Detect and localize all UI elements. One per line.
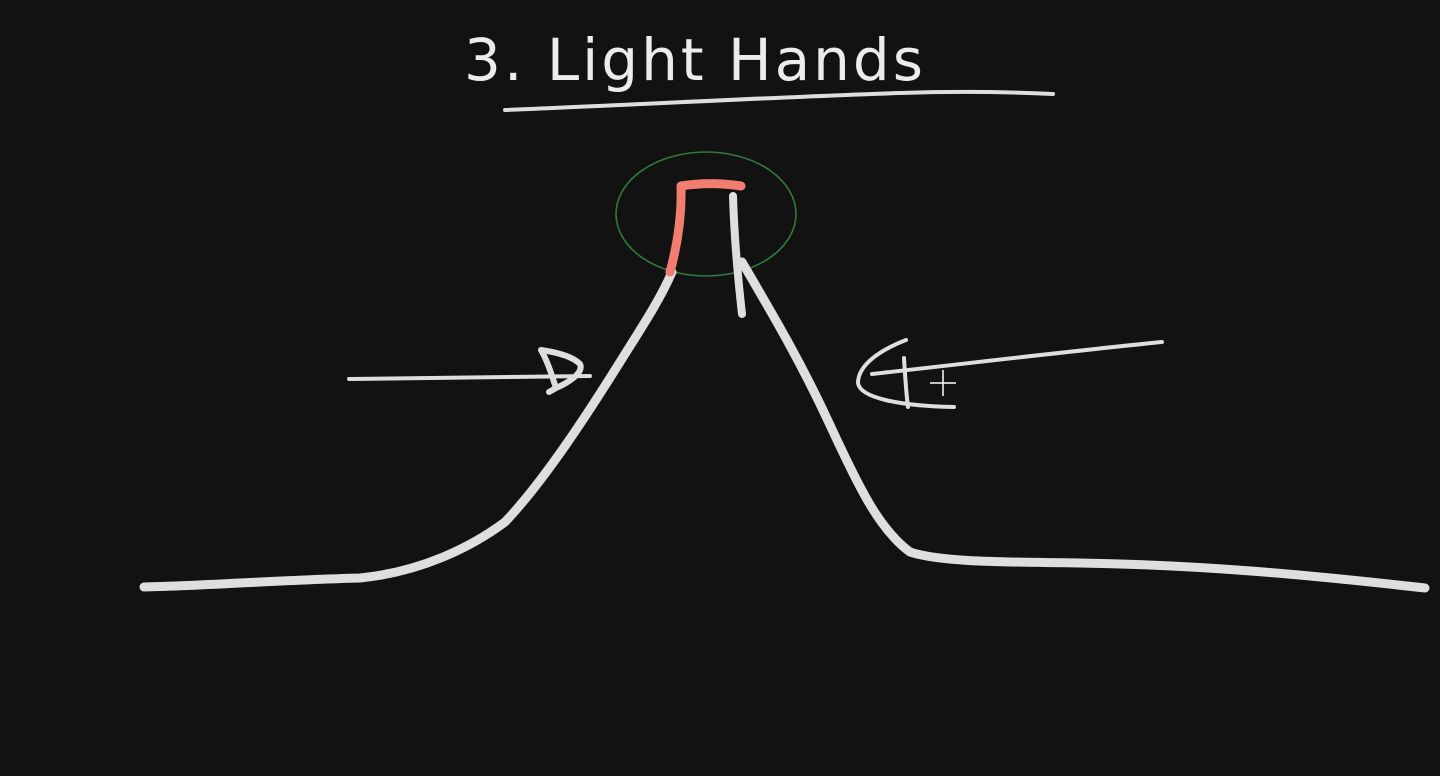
peak-drop-stroke bbox=[729, 192, 746, 318]
focus-circle bbox=[615, 151, 797, 277]
crosshair-cursor-icon bbox=[930, 370, 956, 396]
peak-curve-right bbox=[737, 257, 1430, 593]
right-arrow-tick bbox=[902, 356, 910, 409]
diagram-title: 3. Light Hands bbox=[464, 26, 926, 94]
title-underline bbox=[503, 89, 1055, 112]
left-arrow-shaft bbox=[347, 374, 592, 381]
right-arrow-shaft bbox=[870, 340, 1164, 376]
highlighted-plateau bbox=[665, 179, 746, 277]
left-arrow-head bbox=[538, 347, 584, 395]
peak-curve-left bbox=[139, 267, 677, 592]
right-arrow-head bbox=[856, 338, 956, 409]
